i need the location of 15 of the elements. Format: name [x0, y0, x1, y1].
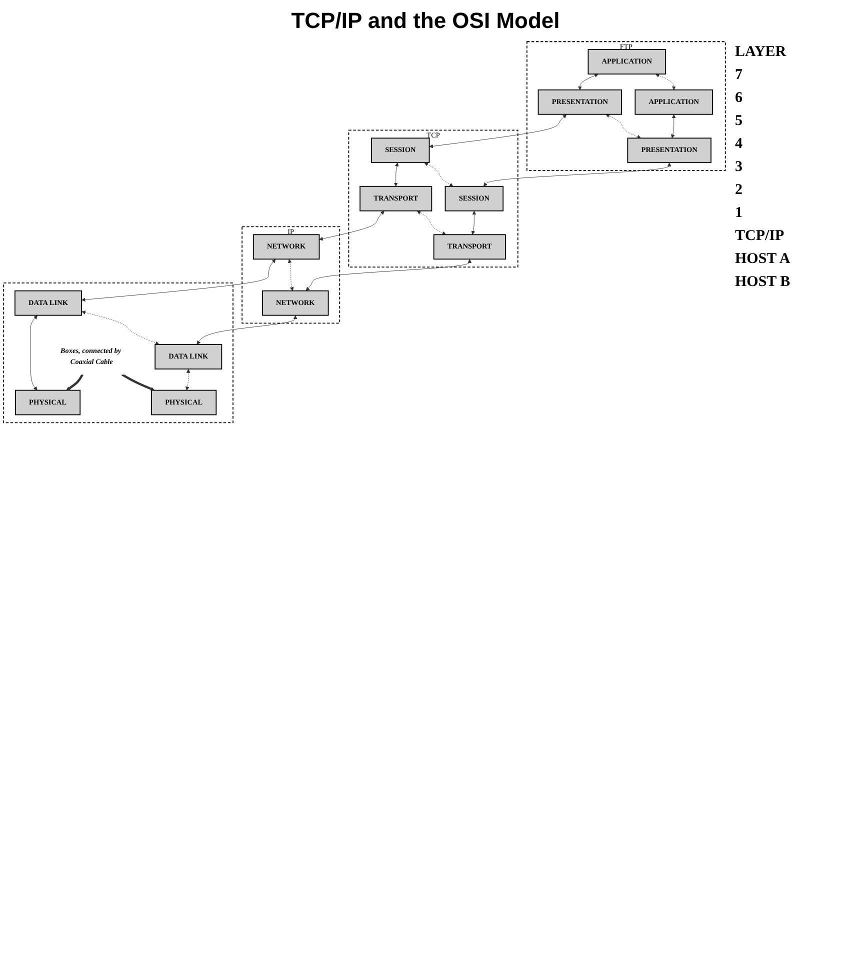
layer-label: 5: [735, 113, 744, 130]
layer-label: 1: [735, 205, 744, 222]
diagram-title: TCP/IP and the OSI Model: [290, 8, 561, 34]
layer-label: LAYER: [735, 44, 788, 61]
layer-label: HOST A: [735, 251, 792, 268]
layer-label: 2: [735, 182, 744, 199]
layer-label: TCP/IP: [735, 228, 786, 245]
layer-label: 3: [735, 159, 744, 176]
layer-label: 7: [735, 67, 744, 84]
arrow: [66, 374, 84, 390]
cluster: [3, 282, 234, 424]
layer-label: 4: [735, 136, 744, 153]
layer-label: HOST B: [735, 274, 792, 291]
layer-label: 6: [735, 90, 744, 107]
arrow: [121, 373, 155, 391]
